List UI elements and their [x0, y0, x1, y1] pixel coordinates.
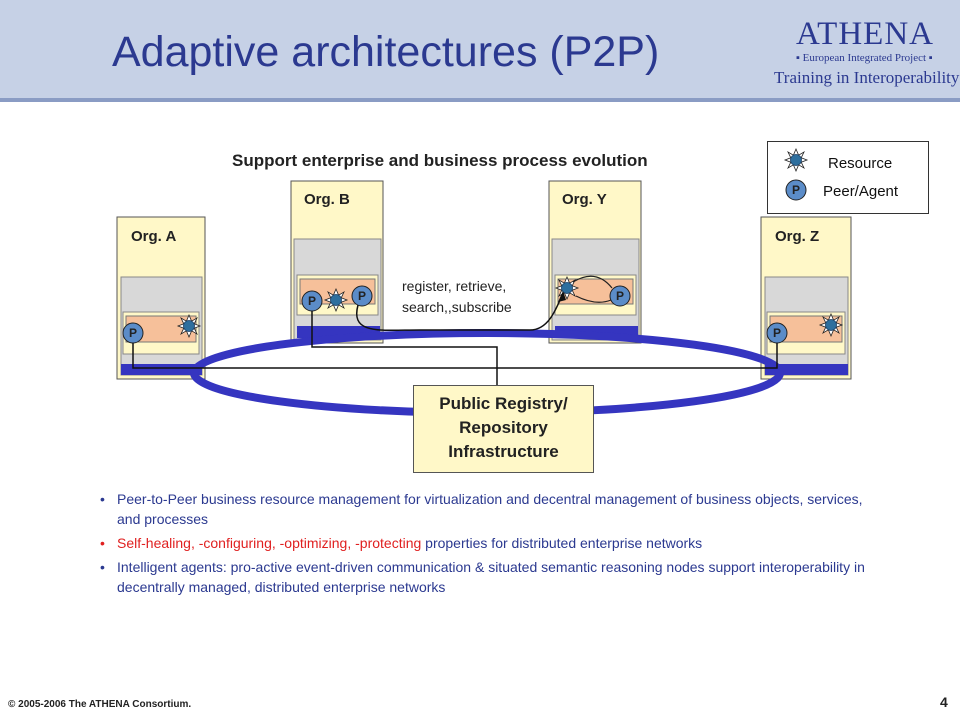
peer-icon: P — [609, 285, 631, 307]
interaction-arc — [572, 275, 613, 289]
interaction-arc — [575, 295, 612, 303]
org-y: Org. Y P — [548, 180, 642, 344]
org-a-label: Org. A — [131, 228, 176, 245]
peer-symbol: P — [792, 183, 800, 197]
peer-symbol: P — [308, 294, 316, 308]
header-divider — [0, 98, 960, 102]
copyright-footer: © 2005-2006 The ATHENA Consortium. — [8, 699, 192, 710]
logo-name: ATHENA — [796, 16, 934, 52]
resource-icon — [784, 148, 808, 172]
resource-icon — [177, 314, 201, 338]
bullet-text: properties for distributed enterprise ne… — [421, 535, 703, 551]
page-title: Adaptive architectures (P2P) — [112, 28, 660, 76]
peer-icon: P — [122, 322, 144, 344]
interaction-label-line: search,,subscribe — [402, 299, 512, 315]
bullet-item: •Self-healing, -configuring, -optimizing… — [100, 535, 703, 551]
legend: P Resource Peer/Agent — [767, 141, 929, 214]
org-a: Org. A P — [116, 216, 206, 380]
header-banner — [0, 0, 960, 100]
peer-icon: P — [351, 285, 373, 307]
logo-tagline: Training in Interoperability — [774, 68, 960, 87]
resource-icon — [819, 313, 843, 337]
peer-symbol: P — [129, 326, 137, 340]
org-z-label: Org. Z — [775, 228, 819, 245]
org-y-label: Org. Y — [562, 191, 607, 208]
bullet-item: •Intelligent agents: pro-active event-dr… — [100, 559, 865, 595]
resource-icon — [324, 288, 348, 312]
bullet-highlight: Self-healing, -configuring, -optimizing,… — [117, 535, 422, 551]
connector-line — [132, 343, 778, 369]
peer-symbol: P — [616, 289, 624, 303]
legend-icons: P — [784, 148, 808, 201]
bullet-text: Intelligent agents: pro-active event-dri… — [117, 559, 865, 595]
peer-icon: P — [785, 179, 807, 201]
org-b: Org. B P P — [290, 180, 384, 344]
interaction-label-line: register, retrieve, — [402, 278, 507, 294]
athena-logo: ATHENA ▪ European Integrated Project ▪ T… — [770, 14, 959, 94]
legend-resource-label: Resource — [828, 155, 893, 172]
registry-line: Public Registry/ — [439, 394, 568, 413]
diagram-subtitle: Support enterprise and business process … — [232, 151, 648, 170]
registry-line: Infrastructure — [448, 442, 559, 461]
resource-icon — [555, 276, 579, 300]
bullet-text: Peer-to-Peer business resource managemen… — [117, 491, 863, 527]
public-registry-box: Public Registry/ Repository Infrastructu… — [413, 385, 594, 473]
peer-symbol: P — [773, 326, 781, 340]
registry-line: Repository — [459, 418, 548, 437]
connection-lines — [132, 292, 778, 385]
connector-line — [311, 311, 498, 385]
interaction-line — [355, 292, 564, 332]
bullet-item: •Peer-to-Peer business resource manageme… — [100, 491, 863, 527]
page-number: 4 — [940, 694, 948, 710]
logo-subtitle: ▪ European Integrated Project ▪ — [796, 52, 933, 64]
interaction-label: register, retrieve, search,,subscribe — [402, 276, 512, 318]
legend-peer-label: Peer/Agent — [823, 183, 899, 200]
peer-icon: P — [301, 290, 323, 312]
arrow-head — [558, 291, 566, 302]
org-z: Org. Z P — [760, 216, 852, 380]
peer-icon: P — [766, 322, 788, 344]
bullet-list: •Peer-to-Peer business resource manageme… — [100, 489, 880, 601]
org-b-label: Org. B — [304, 191, 350, 208]
peer-symbol: P — [358, 289, 366, 303]
